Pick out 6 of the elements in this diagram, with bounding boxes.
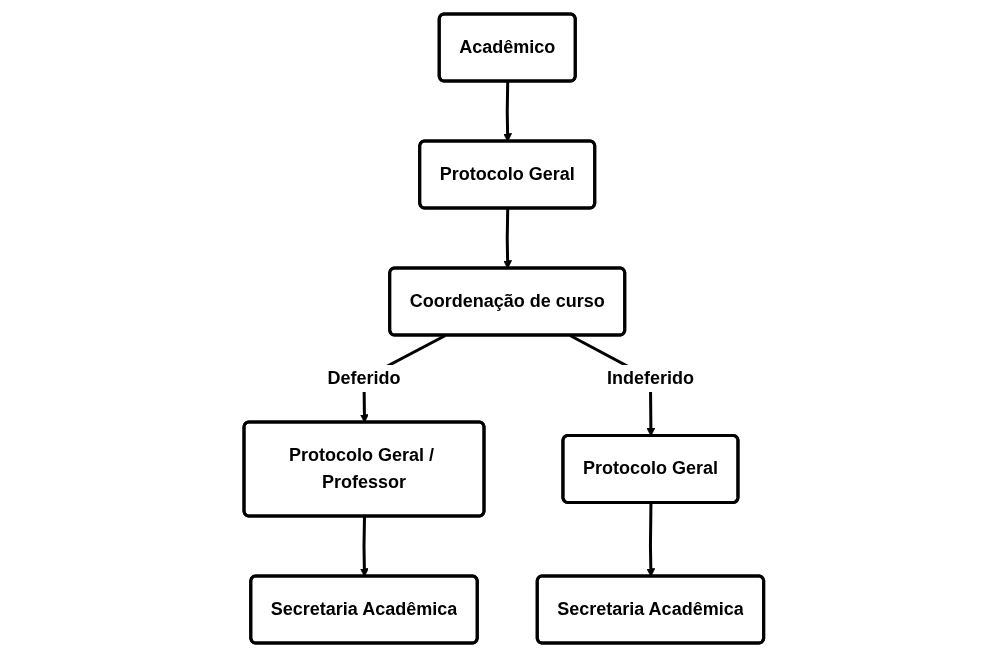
edge-label: Indeferido bbox=[606, 368, 694, 388]
arrow bbox=[502, 81, 512, 142]
edge-label: Deferido bbox=[327, 368, 401, 388]
arrow bbox=[646, 503, 655, 577]
arrow bbox=[502, 208, 512, 269]
arrow bbox=[359, 516, 369, 577]
